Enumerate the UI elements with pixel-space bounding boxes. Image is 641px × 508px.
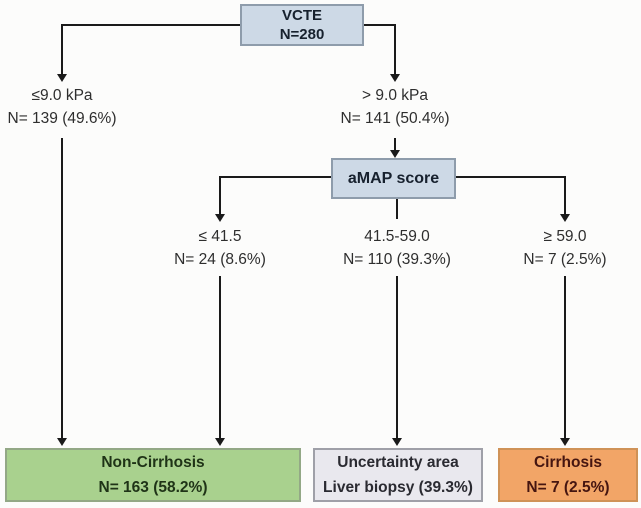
amap-score-label: aMAP score: [347, 170, 440, 187]
branch-low-kpa-threshold: ≤9.0 kPa: [31, 87, 93, 104]
arrowhead-high-to-cirrhosis: [560, 438, 570, 446]
branch-low-kpa-count: N= 139 (49.6%): [7, 110, 117, 127]
branch-high-kpa-count: N= 141 (50.4%): [340, 110, 450, 127]
vcte-count: N=280: [279, 26, 325, 43]
sub-branch-low-threshold: ≤ 41.5: [198, 228, 242, 245]
arrowhead-left-to-noncirrhosis: [57, 438, 67, 446]
sub-branch-label-mid: 41.5-59.0 N= 110 (39.3%): [332, 225, 462, 271]
uncertainty-area-label: Uncertainty area: [337, 454, 459, 471]
outcome-cirrhosis: Cirrhosis N= 7 (2.5%): [498, 448, 638, 502]
sub-branch-label-low: ≤ 41.5 N= 24 (8.6%): [155, 225, 285, 271]
arrowhead-right-branch: [390, 74, 400, 82]
connector-root-right-vertical: [394, 24, 396, 74]
cirrhosis-label: Cirrhosis: [533, 454, 603, 471]
sub-branch-mid-count: N= 110 (39.3%): [343, 251, 451, 268]
arrowhead-amap-high: [560, 214, 570, 222]
connector-root-left-vertical: [61, 24, 63, 74]
arrowhead-left-branch: [57, 74, 67, 82]
arrowhead-mid-to-uncertainty: [392, 438, 402, 446]
arrowhead-right-to-amap: [390, 150, 400, 158]
sub-branch-mid-threshold: 41.5-59.0: [364, 228, 430, 245]
branch-label-high-kpa: > 9.0 kPa N= 141 (50.4%): [330, 84, 460, 130]
connector-high-to-cirrhosis: [564, 276, 566, 438]
amap-score-node: aMAP score: [331, 158, 456, 199]
connector-amap-middle-vertical: [396, 199, 398, 219]
sub-branch-low-count: N= 24 (8.6%): [174, 251, 266, 268]
connector-amap-right-vertical: [564, 176, 566, 214]
non-cirrhosis-count: N= 163 (58.2%): [98, 479, 208, 496]
connector-left-to-noncirrhosis: [61, 138, 63, 438]
sub-branch-high-threshold: ≥ 59.0: [543, 228, 587, 245]
outcome-non-cirrhosis: Non-Cirrhosis N= 163 (58.2%): [5, 448, 301, 502]
uncertainty-area-count: Liver biopsy (39.3%): [323, 479, 473, 496]
cirrhosis-count: N= 7 (2.5%): [526, 479, 610, 496]
non-cirrhosis-label: Non-Cirrhosis: [101, 454, 205, 471]
connector-root-right-horizontal: [364, 24, 395, 26]
vcte-title: VCTE: [281, 7, 322, 24]
arrowhead-amap-low: [215, 214, 225, 222]
connector-amap-left-horizontal: [220, 176, 331, 178]
connector-amap-left-vertical: [219, 176, 221, 214]
connector-right-to-amap: [394, 138, 396, 150]
vcte-node: VCTE N=280: [240, 4, 364, 46]
connector-mid-to-uncertainty: [396, 276, 398, 438]
arrowhead-low-to-noncirrhosis: [215, 438, 225, 446]
connector-low-to-noncirrhosis: [219, 276, 221, 438]
sub-branch-label-high: ≥ 59.0 N= 7 (2.5%): [500, 225, 630, 271]
branch-high-kpa-threshold: > 9.0 kPa: [362, 87, 428, 104]
outcome-uncertainty-area: Uncertainty area Liver biopsy (39.3%): [313, 448, 483, 502]
connector-root-left-horizontal: [62, 24, 240, 26]
connector-amap-right-horizontal: [456, 176, 565, 178]
sub-branch-high-count: N= 7 (2.5%): [523, 251, 607, 268]
branch-label-low-kpa: ≤9.0 kPa N= 139 (49.6%): [0, 84, 127, 130]
